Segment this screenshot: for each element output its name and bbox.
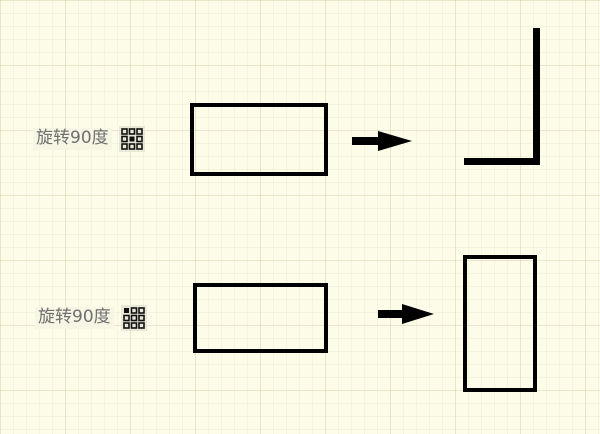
result-l-shape-horizontal-bar-row-1[interactable] <box>464 158 540 165</box>
result-l-shape-vertical-bar-row-1[interactable] <box>533 28 540 165</box>
source-landscape-rectangle-row-2[interactable] <box>193 283 328 353</box>
right-arrow-icon-row-1 <box>352 131 412 151</box>
operation-label-group-row-1: 旋转90度 <box>33 126 145 152</box>
selection-handles-icon[interactable] <box>118 126 145 152</box>
result-portrait-rectangle-row-2[interactable] <box>463 255 537 392</box>
rotate-label-row-1: 旋转90度 <box>33 128 112 150</box>
selection-handles-icon[interactable] <box>120 305 147 331</box>
right-arrow-icon-row-2 <box>378 304 434 324</box>
rotate-label-row-2: 旋转90度 <box>35 307 114 329</box>
source-landscape-rectangle-row-1[interactable] <box>190 103 328 176</box>
operation-label-group-row-2: 旋转90度 <box>35 305 147 331</box>
